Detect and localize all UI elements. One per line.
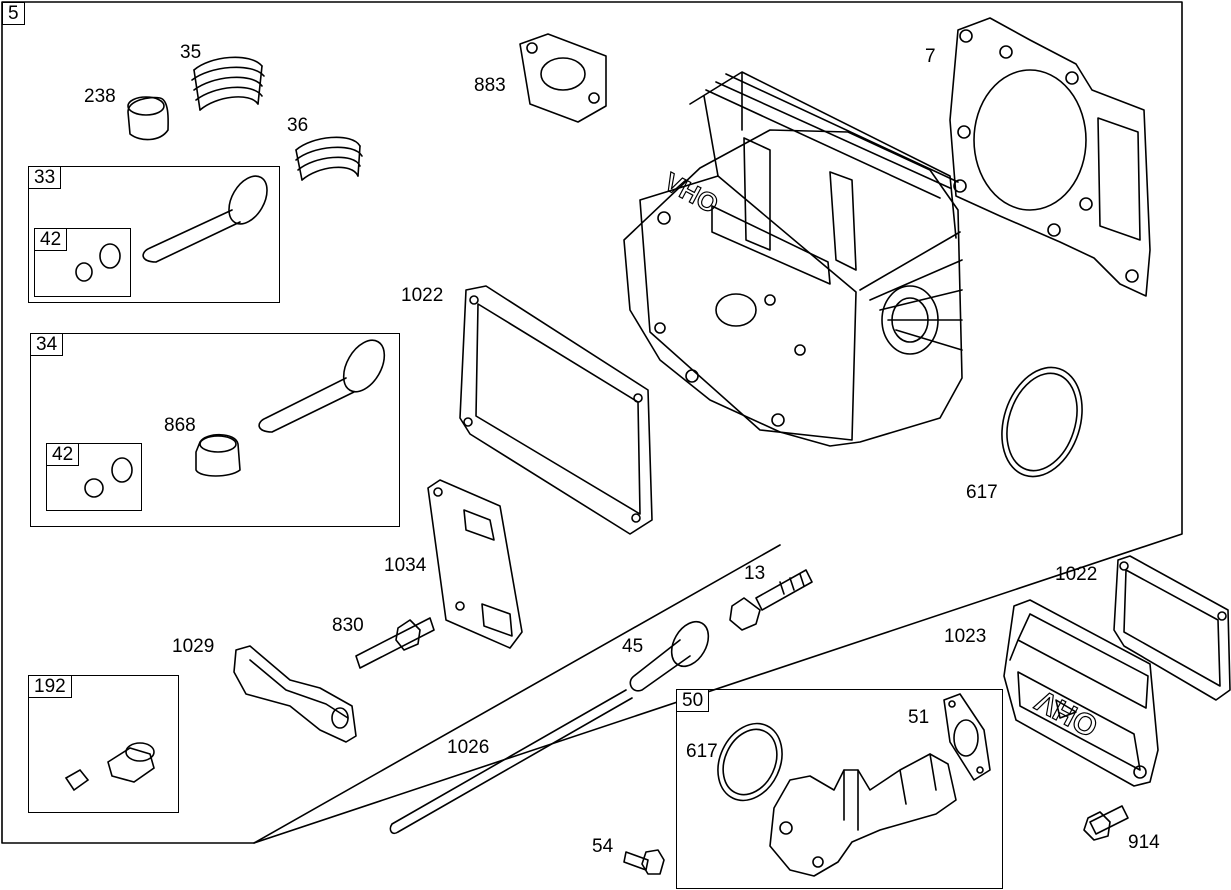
callout-1022-upper: 1022 bbox=[401, 285, 444, 306]
box-33: 33 bbox=[28, 166, 280, 303]
main-group-label: 5 bbox=[8, 3, 19, 24]
callout-617-upper: 617 bbox=[966, 482, 998, 503]
box-42b-label: 42 bbox=[52, 444, 74, 465]
callout-1023: 1023 bbox=[944, 626, 987, 647]
box-192-label: 192 bbox=[34, 676, 66, 697]
keepers-42a bbox=[75, 243, 121, 282]
box-42a-tag: 42 bbox=[34, 228, 68, 251]
stud-830 bbox=[355, 617, 435, 669]
rocker-arm-1029 bbox=[233, 645, 357, 743]
callout-1034: 1034 bbox=[384, 555, 427, 576]
box-42b-tag: 42 bbox=[46, 443, 80, 466]
callout-1022-lower: 1022 bbox=[1055, 564, 1098, 585]
callout-36: 36 bbox=[287, 115, 309, 136]
box-33-tag: 33 bbox=[28, 166, 62, 189]
divider-line bbox=[253, 544, 781, 844]
callout-1026: 1026 bbox=[447, 737, 490, 758]
valve-34 bbox=[258, 339, 386, 433]
callout-13: 13 bbox=[744, 563, 766, 584]
box-33-label: 33 bbox=[34, 167, 56, 188]
intake-gasket-883 bbox=[519, 33, 607, 123]
callout-914: 914 bbox=[1128, 832, 1160, 853]
callout-883: 883 bbox=[474, 75, 506, 96]
main-group-outline bbox=[1, 1, 1183, 844]
valve-seal-868 bbox=[195, 433, 241, 477]
box-192: 192 bbox=[28, 675, 179, 813]
box-34-label: 34 bbox=[36, 334, 58, 355]
valve-spring-35 bbox=[191, 56, 265, 111]
rocker-cover-1023 bbox=[1003, 599, 1159, 787]
box-42a: 42 bbox=[34, 228, 131, 297]
breather-plate-1034 bbox=[427, 479, 523, 649]
callout-54: 54 bbox=[592, 836, 614, 857]
valve-spring-36 bbox=[295, 136, 363, 181]
bolt-914 bbox=[1083, 805, 1129, 841]
rocker-cover-gasket-1022a bbox=[459, 285, 653, 535]
callout-617-lower: 617 bbox=[686, 741, 718, 762]
push-rod-1026 bbox=[389, 689, 633, 835]
intake-gasket-51 bbox=[943, 693, 991, 781]
callout-51: 51 bbox=[908, 707, 930, 728]
callout-238: 238 bbox=[84, 86, 116, 107]
plug-part bbox=[127, 96, 169, 141]
valve-33 bbox=[142, 175, 268, 263]
cylinder-head-assembly bbox=[623, 71, 963, 447]
callout-1029: 1029 bbox=[172, 636, 215, 657]
head-gasket-7 bbox=[949, 17, 1151, 297]
box-50: 50 bbox=[676, 689, 1003, 889]
rocker-cover-gasket-1022b bbox=[1113, 555, 1231, 701]
callout-868: 868 bbox=[164, 415, 196, 436]
intake-manifold bbox=[769, 753, 957, 877]
callout-830: 830 bbox=[332, 615, 364, 636]
keepers-42b bbox=[84, 457, 133, 498]
box-42a-label: 42 bbox=[40, 229, 62, 250]
box-34: 34 bbox=[30, 333, 400, 527]
box-42b: 42 bbox=[46, 443, 142, 511]
main-group-tag: 5 bbox=[2, 2, 25, 25]
push-rod-guide-45 bbox=[629, 620, 710, 692]
box-192-tag: 192 bbox=[28, 675, 72, 698]
box-34-tag: 34 bbox=[30, 333, 64, 356]
callout-7: 7 bbox=[925, 46, 936, 67]
box-50-tag: 50 bbox=[676, 689, 710, 712]
callout-35: 35 bbox=[180, 42, 202, 63]
bolt-13 bbox=[729, 569, 813, 631]
o-ring-617a bbox=[1001, 366, 1083, 478]
bolt-54 bbox=[623, 849, 665, 875]
box-50-label: 50 bbox=[682, 690, 704, 711]
callout-45: 45 bbox=[622, 636, 644, 657]
o-ring-617b bbox=[717, 722, 783, 802]
